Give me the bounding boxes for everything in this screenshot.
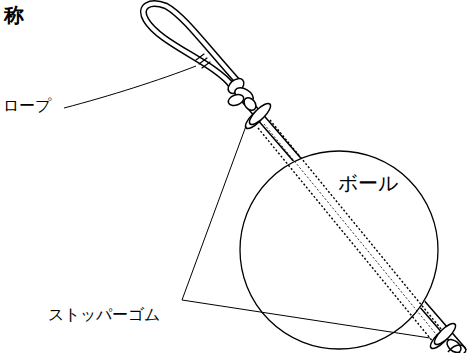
- stopper-label: ストッパーゴム: [48, 306, 160, 324]
- title-text: 称: [4, 4, 24, 26]
- leader-line: [64, 66, 430, 338]
- rope-label: ロープ: [3, 97, 51, 115]
- rope-end: [445, 337, 466, 353]
- rope: [143, 4, 462, 350]
- rope-knot: [225, 76, 258, 113]
- ball-node: ボール: [239, 150, 439, 350]
- ball-label: ボール: [338, 172, 398, 194]
